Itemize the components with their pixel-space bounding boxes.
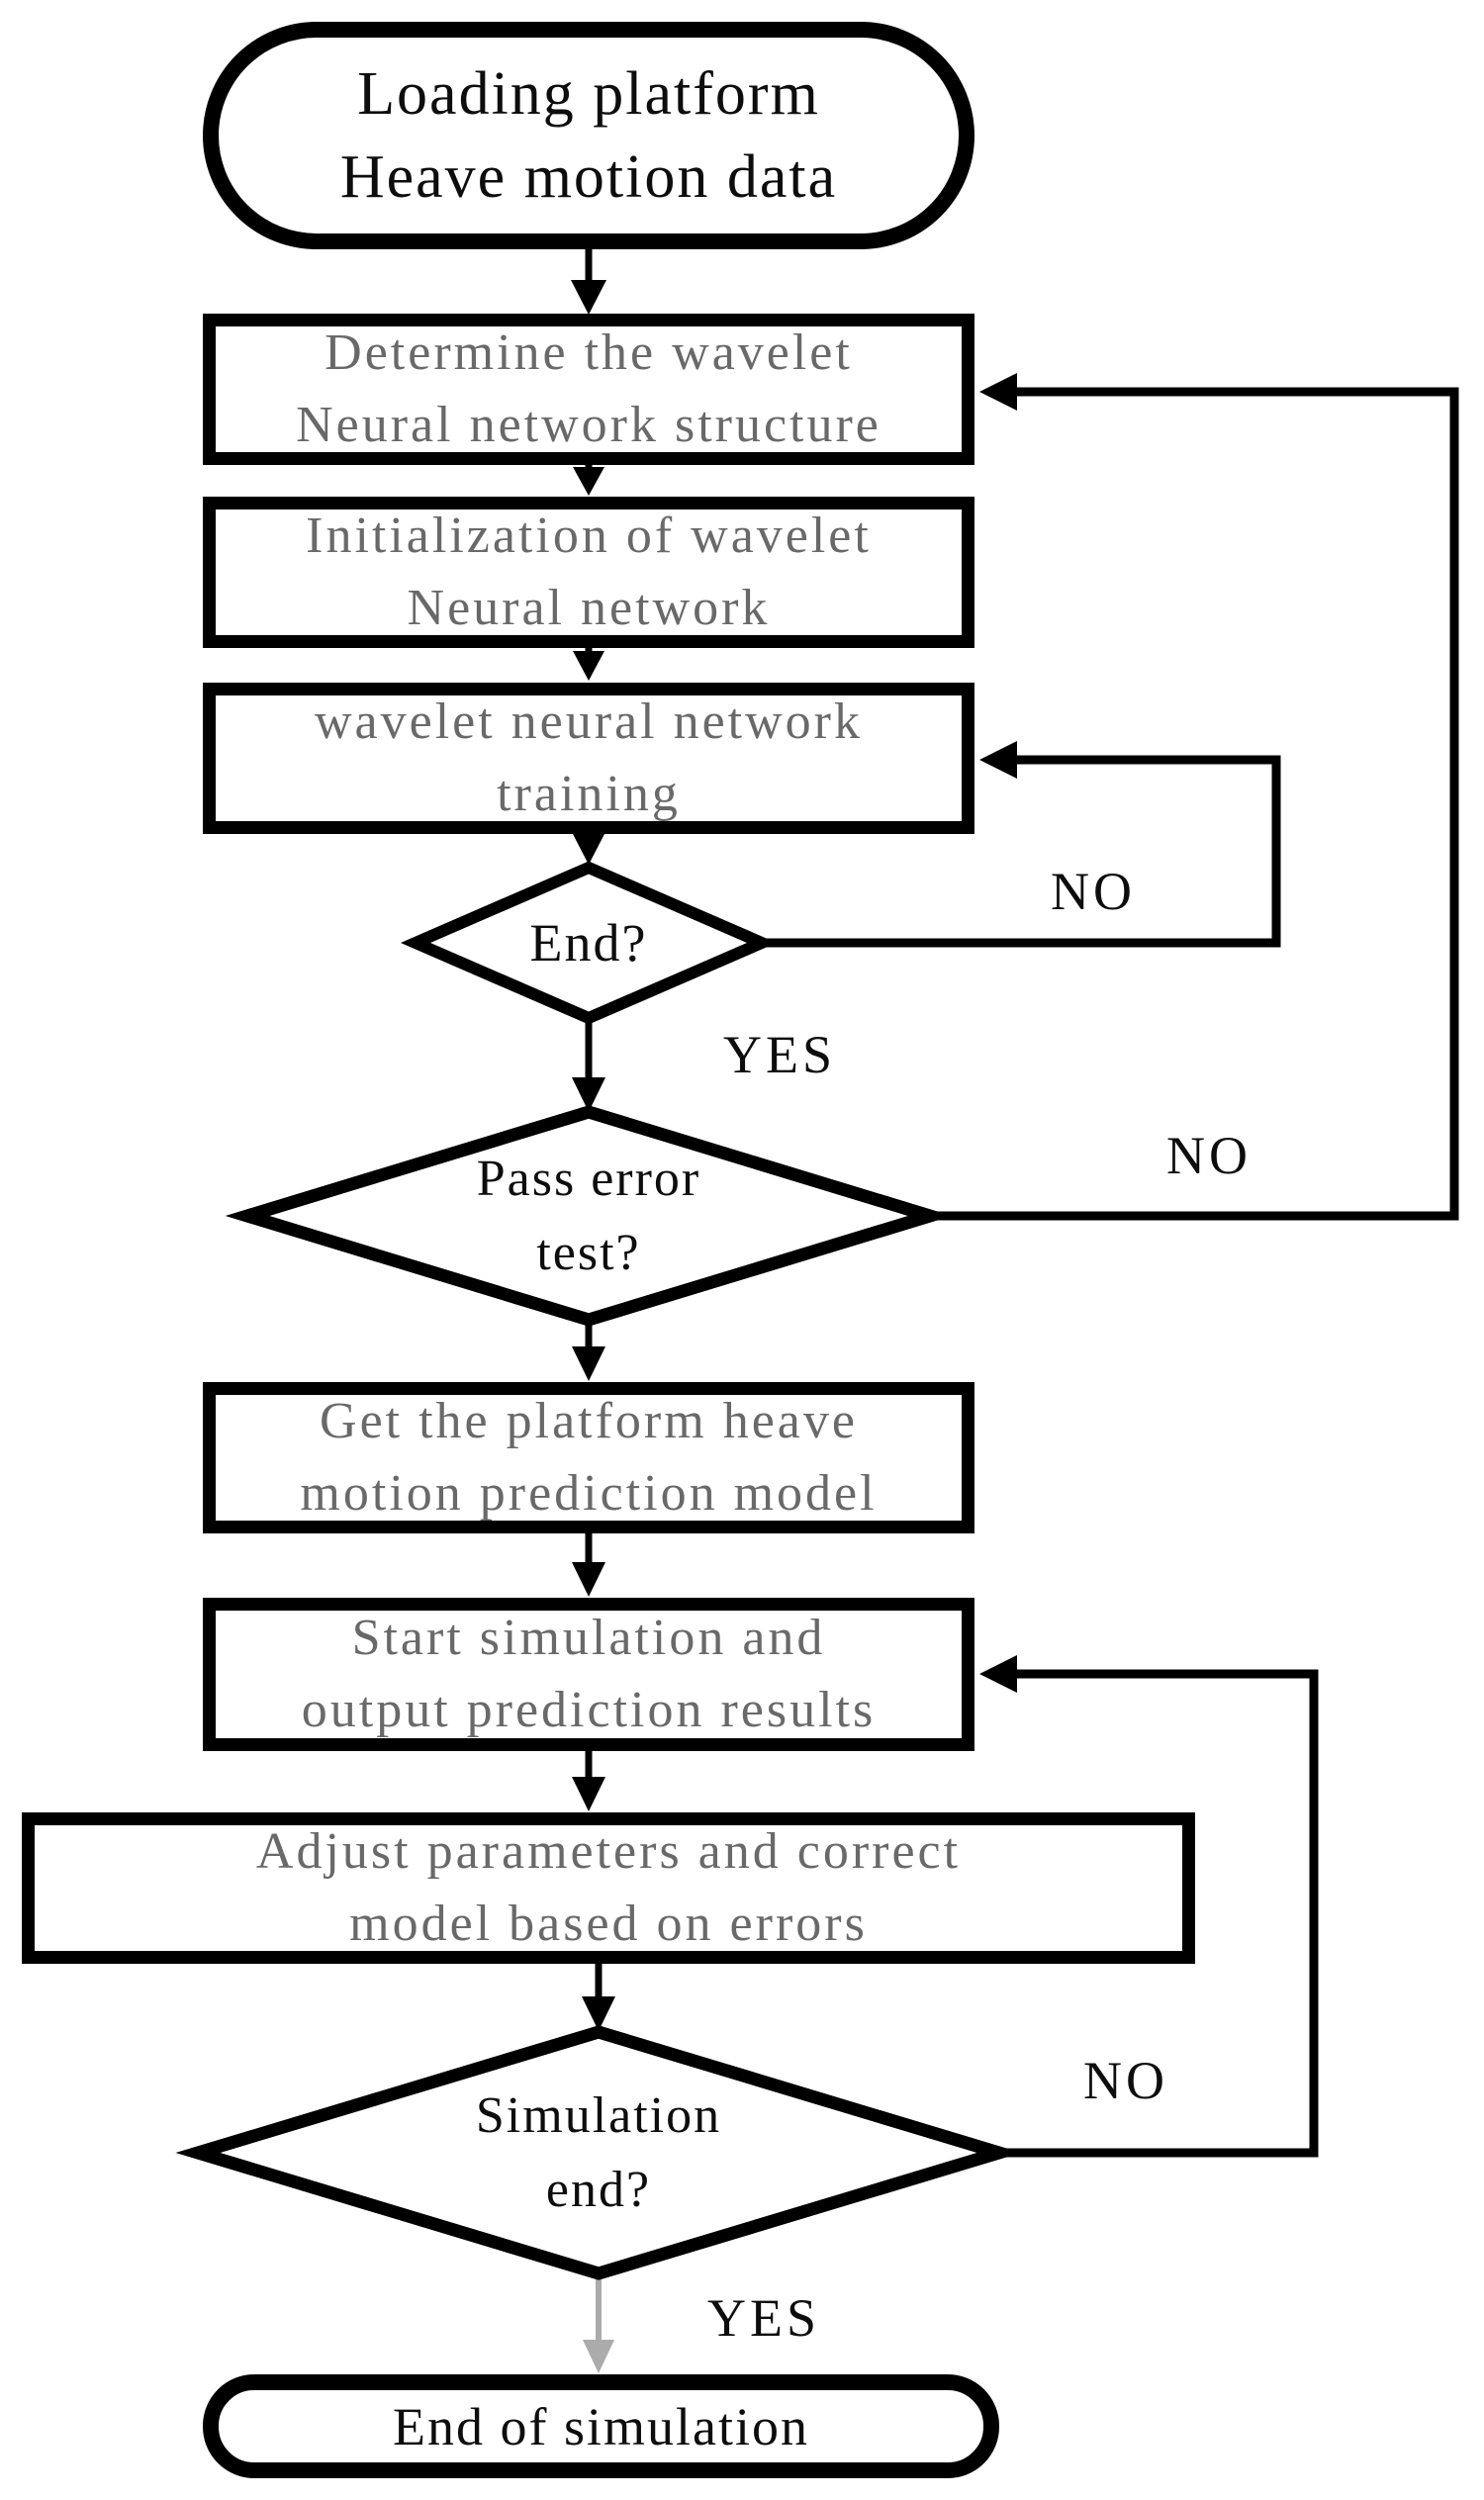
start-sim-process-shape [203, 1598, 974, 1751]
end-check-decision-shape [400, 861, 778, 1025]
pass-check-decision-shape [225, 1105, 953, 1327]
arrowhead-loop-into-determine [979, 373, 1017, 411]
sim-end-check-decision-shape [175, 2025, 1022, 2280]
arrowhead-into-startsim [572, 1562, 605, 1597]
arrowhead-loop-into-startsim [979, 1655, 1017, 1693]
arrowhead-into-simendcheck [582, 1996, 615, 2031]
get-model-process-shape [203, 1382, 974, 1533]
start-terminator-shape [203, 22, 974, 249]
feedback-loop-lines [754, 387, 1459, 2158]
loop-simend-no-to-startsim [989, 1669, 1319, 2158]
arrowhead-loop-into-train [979, 741, 1017, 779]
arrowhead-into-init [573, 467, 604, 496]
determine-process-shape [203, 314, 974, 465]
arrowhead-into-adjust [572, 1777, 605, 1811]
loop-passcheck-no-to-determine [918, 387, 1459, 1221]
init-process-shape [203, 497, 974, 648]
arrowhead-into-passcheck [572, 1077, 605, 1112]
train-process-shape [203, 683, 974, 834]
connector-arrowheads [571, 280, 615, 2031]
arrowhead-into-end-gray [583, 2340, 614, 2373]
loop-endcheck-no-to-train [754, 755, 1281, 948]
adjust-process-shape [22, 1812, 1195, 1964]
arrowhead-into-endcheck [573, 834, 604, 865]
arrowhead-into-determine [571, 280, 606, 315]
feedback-loop-arrowheads [979, 373, 1017, 1693]
arrowhead-into-train [573, 651, 604, 681]
arrowhead-into-getmodel [572, 1346, 605, 1381]
end-terminator-shape [203, 2374, 999, 2478]
